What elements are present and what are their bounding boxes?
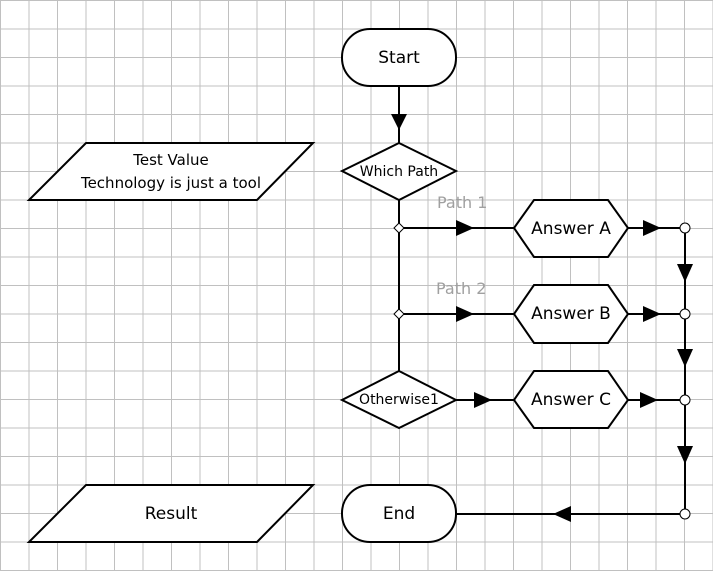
otherwise-decision[interactable] — [339, 369, 459, 430]
arrowhead-merge-1 — [677, 264, 693, 282]
start-terminator[interactable] — [341, 28, 457, 87]
arrowhead-path1 — [456, 220, 474, 236]
result-data[interactable] — [26, 484, 316, 543]
test-value-data[interactable] — [26, 142, 316, 201]
arrowhead-into-end — [553, 506, 571, 522]
which-path-decision[interactable] — [339, 141, 459, 202]
answer-a-hexagon[interactable] — [512, 199, 630, 258]
arrowhead-answer-b — [643, 306, 661, 322]
merge-point-end — [679, 508, 691, 520]
arrowhead-path2 — [456, 306, 474, 322]
path2-edge-label: Path 2 — [436, 279, 487, 298]
merge-point-b — [679, 308, 691, 320]
arrowhead-otherwise — [474, 392, 492, 408]
merge-point-a — [679, 222, 691, 234]
end-terminator[interactable] — [341, 484, 457, 543]
junction-path2 — [393, 308, 405, 320]
arrowhead-answer-c — [640, 392, 658, 408]
arrowhead-answer-a — [643, 220, 661, 236]
merge-point-c — [679, 394, 691, 406]
answer-c-hexagon[interactable] — [512, 370, 630, 429]
answer-b-hexagon[interactable] — [512, 284, 630, 344]
arrowhead-into-decision — [391, 114, 407, 130]
junction-path1 — [393, 222, 405, 234]
arrowhead-merge-2 — [677, 349, 693, 367]
arrowhead-merge-3 — [677, 446, 693, 464]
path1-edge-label: Path 1 — [437, 193, 488, 212]
